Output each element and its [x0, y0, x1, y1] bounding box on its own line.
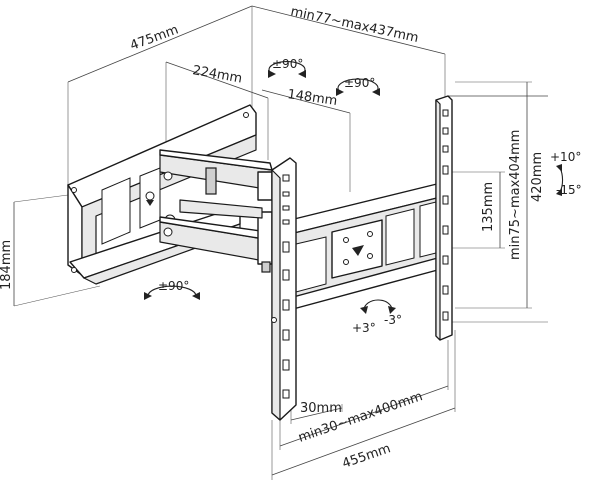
label-tilt-down: -15° — [556, 183, 582, 197]
label-arm-reach: 475mm — [128, 23, 180, 54]
label-plate-width: 455mm — [340, 441, 392, 472]
rotation-labels: ±90° ±90° ±90° +10° -15° +3° -3° — [158, 57, 582, 335]
left-vertical-bracket — [271, 157, 297, 421]
label-level-minus: -3° — [384, 313, 402, 327]
label-swivel-top-right: ±90° — [344, 76, 375, 90]
wall-plate — [67, 104, 257, 285]
label-horizontal-range: min30~max400mm — [296, 389, 424, 446]
label-horizontal-small: 30mm — [300, 401, 342, 416]
label-vertical-range: min75~max404mm — [508, 130, 523, 260]
rotation-arrows — [144, 61, 564, 314]
label-arm-inner: 224mm — [191, 63, 243, 86]
label-vertical-pitch: 135mm — [481, 182, 496, 232]
label-swivel-bottom: ±90° — [158, 279, 189, 293]
label-top-range: min77~max437mm — [289, 4, 420, 46]
label-level-plus: +3° — [352, 321, 376, 335]
swing-arm — [159, 149, 273, 273]
right-vertical-bracket — [435, 95, 453, 341]
label-wall-plate-height: 184mm — [0, 240, 14, 290]
dimension-lines — [13, 5, 548, 480]
tv-cross-bar — [281, 181, 446, 313]
label-swivel-top-left: ±90° — [272, 57, 303, 71]
label-arm-short: 148mm — [286, 87, 338, 109]
label-plate-height: 420mm — [530, 152, 545, 202]
label-tilt-up: +10° — [550, 150, 581, 164]
